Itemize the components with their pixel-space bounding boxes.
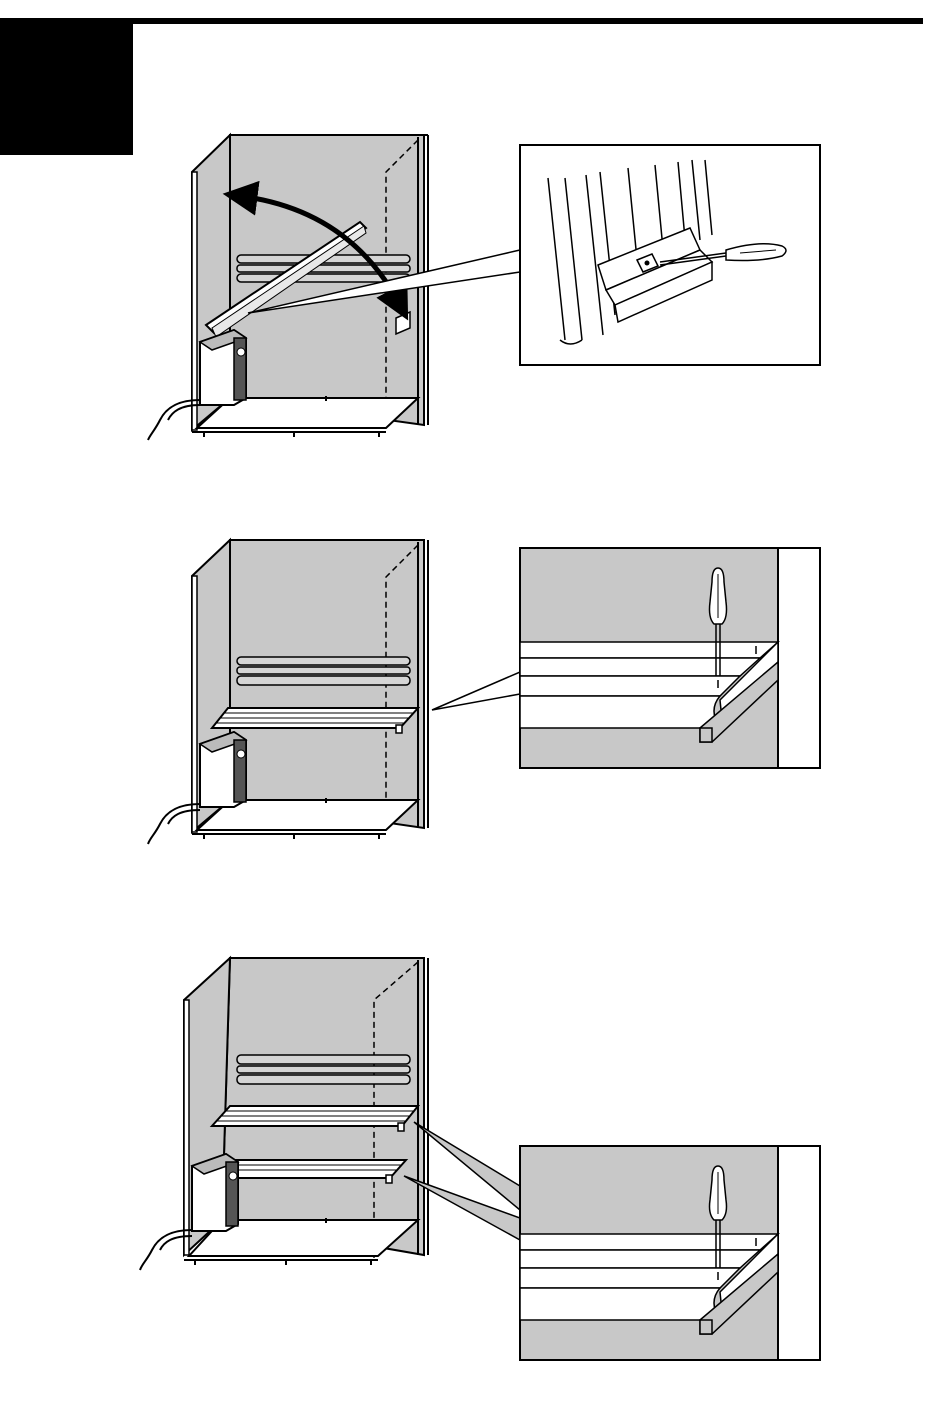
step-3-sauna-cabin [140,958,428,1270]
step-2-heater-icon [200,732,246,807]
step-2-sauna-cabin [148,540,428,844]
step-3-heater-icon [192,1154,238,1231]
step-1-heater-icon [200,330,246,405]
step-2-callout-pointer [432,672,520,710]
step-3-detail-panel [520,1146,820,1360]
step-2-detail-panel [520,548,820,768]
step-3-callout-pointer-upper [414,1122,520,1210]
step-1-detail-panel [520,145,820,365]
